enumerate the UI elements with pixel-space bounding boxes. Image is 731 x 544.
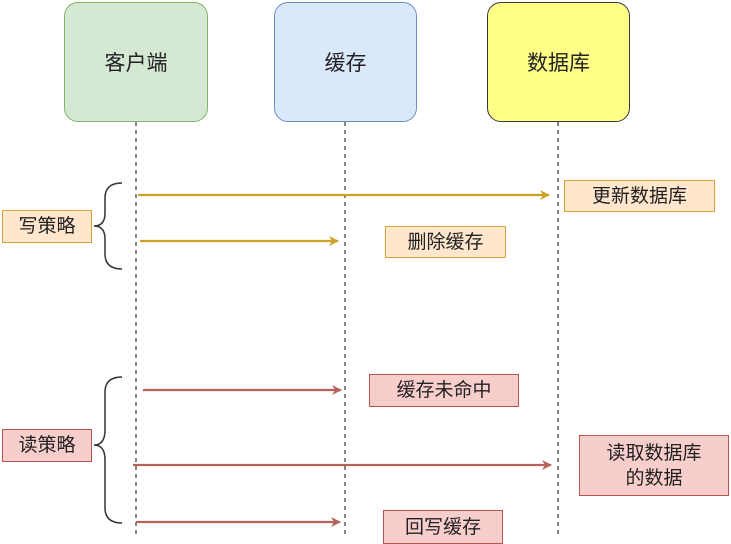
read-db-label: 读取数据库的数据 — [579, 435, 729, 496]
update-db-label: 更新数据库 — [564, 180, 715, 212]
client-label: 客户端 — [104, 51, 168, 75]
delete-cache-label: 删除缓存 — [385, 226, 506, 258]
write-strategy-label: 写策略 — [2, 210, 92, 243]
delete-cache-text: 删除缓存 — [407, 230, 484, 253]
database-box: 数据库 — [487, 2, 630, 122]
read-brace — [93, 376, 123, 524]
write-brace — [93, 182, 123, 270]
read-strategy-label: 读策略 — [2, 429, 92, 462]
write-back-cache-label: 回写缓存 — [383, 510, 503, 544]
cache-miss-text: 缓存未命中 — [396, 379, 492, 402]
read-db-text: 读取数据库的数据 — [606, 441, 702, 489]
update-db-text: 更新数据库 — [591, 184, 687, 207]
write-strategy-text: 写策略 — [18, 215, 76, 238]
client-box: 客户端 — [64, 2, 208, 122]
read-strategy-text: 读策略 — [18, 434, 76, 457]
cache-label: 缓存 — [324, 51, 367, 75]
database-label: 数据库 — [527, 51, 590, 75]
cache-box: 缓存 — [274, 2, 417, 122]
write-back-cache-text: 回写缓存 — [404, 515, 481, 538]
cache-miss-label: 缓存未命中 — [369, 374, 519, 407]
